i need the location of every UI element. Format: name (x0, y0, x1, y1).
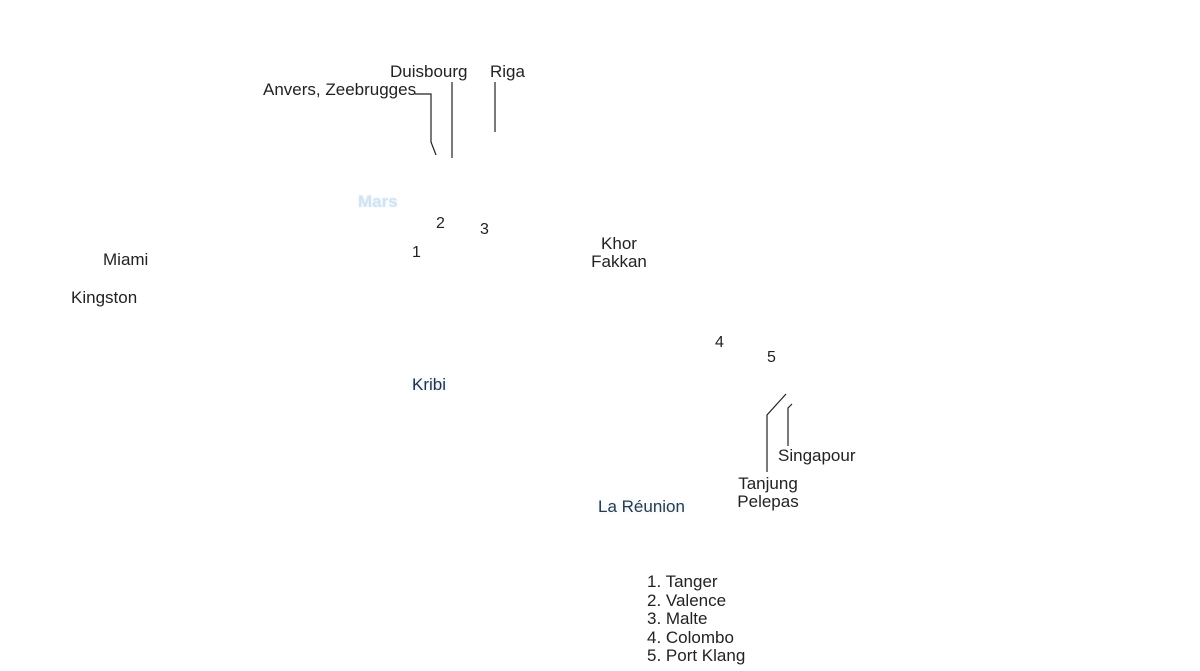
legend-item: 4. Colombo (647, 627, 734, 647)
leader-line-anvers (415, 93, 437, 156)
port-label-khor-line1: Khor (601, 234, 637, 253)
port-label-riga: Riga (490, 62, 525, 81)
leader-line-tanjung (766, 393, 787, 472)
legend-item: 2. Valence (647, 590, 727, 610)
port-marker-4: 4 (715, 334, 724, 351)
sea-label-mars: Mars (358, 192, 398, 211)
port-label-miami: Miami (103, 250, 149, 269)
port-marker-5: 5 (767, 349, 776, 366)
legend-item: 3. Malte (647, 609, 708, 628)
port-marker-1: 1 (412, 244, 421, 261)
port-marker-3: 3 (480, 221, 489, 238)
port-label-tanjung-pelepas: Tanjung Pelepas (733, 475, 803, 511)
port-label-tanjung-line1: Tanjung (738, 474, 798, 493)
port-label-khor-fakkan: Khor Fakkan (589, 235, 649, 271)
port-label-anvers: Anvers, Zeebrugges (263, 80, 417, 99)
port-marker-2: 2 (436, 215, 445, 232)
legend-item: 5. Port Klang (647, 646, 746, 665)
port-label-singapour: Singapour (778, 446, 856, 465)
leader-line-singapour (787, 403, 793, 446)
port-label-kingston: Kingston (71, 288, 138, 307)
port-label-duisbourg: Duisbourg (390, 62, 468, 81)
port-label-tanjung-line2: Pelepas (737, 492, 799, 511)
port-label-khor-line2: Fakkan (591, 252, 647, 271)
map-legend: 1. Tanger 2. Valence 3. Malte 4. Colombo… (647, 572, 746, 666)
port-label-la-reunion: La Réunion (598, 497, 685, 516)
port-label-kribi: Kribi (412, 375, 447, 394)
legend-item: 1. Tanger (647, 572, 718, 591)
